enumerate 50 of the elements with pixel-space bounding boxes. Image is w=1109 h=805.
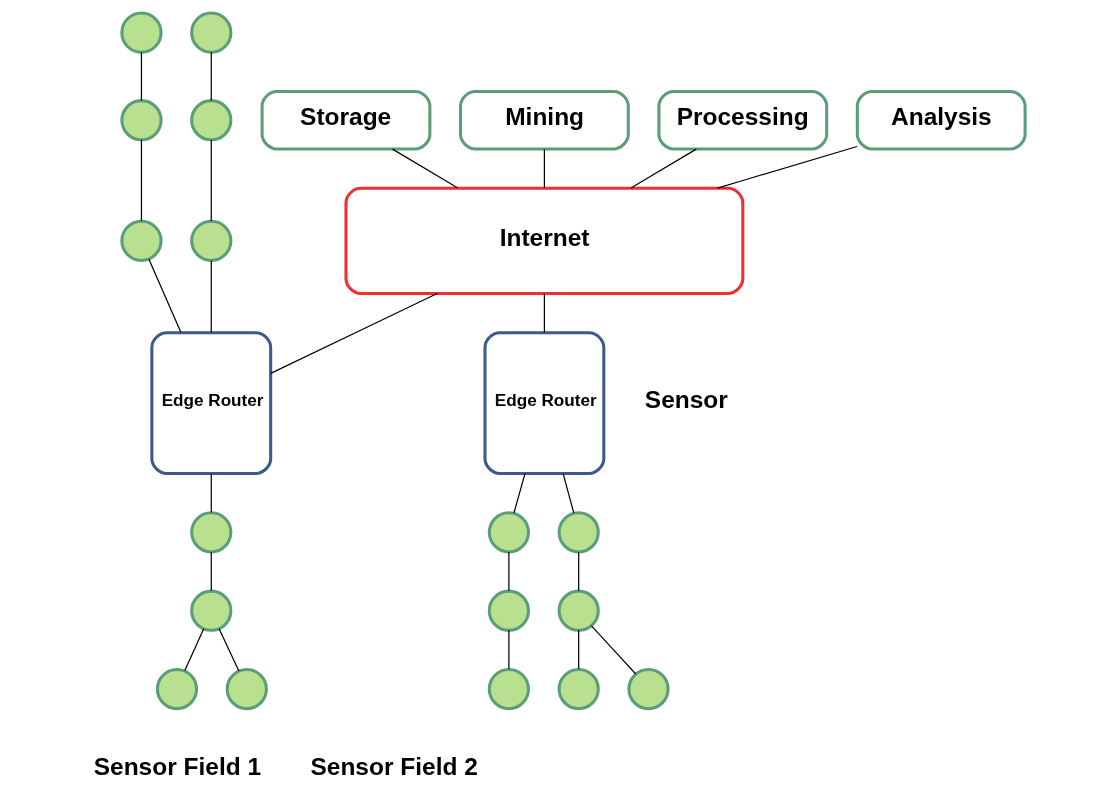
node-box: Analysis — [855, 89, 1027, 151]
connector — [543, 292, 545, 334]
connector — [578, 551, 580, 592]
node-circle — [155, 667, 199, 711]
node-circle — [225, 667, 268, 711]
connector — [578, 629, 580, 670]
node-circle — [557, 589, 600, 632]
node-box: Storage — [260, 89, 432, 151]
node-box: Internet — [344, 186, 745, 296]
connector — [630, 148, 697, 189]
node-circle — [487, 667, 530, 711]
connector — [210, 260, 212, 333]
connector — [210, 51, 212, 102]
node-circle — [190, 511, 233, 554]
connector — [716, 145, 858, 189]
node-circle — [190, 589, 233, 632]
node-box: Mining — [458, 89, 630, 151]
node-circle — [120, 219, 163, 262]
node-circle — [627, 667, 670, 711]
label: Sensor Field 2 — [310, 752, 478, 780]
node-circle — [120, 99, 163, 142]
connector — [562, 473, 575, 514]
node-circle — [557, 667, 600, 711]
connector — [270, 292, 438, 374]
connector — [508, 551, 510, 592]
connector — [391, 148, 459, 189]
node-circle — [120, 11, 163, 54]
label: Sensor Field 1 — [93, 752, 262, 780]
node-circle — [487, 589, 530, 632]
connector — [210, 551, 212, 592]
connector — [218, 628, 240, 672]
connector — [140, 51, 143, 102]
connector — [210, 473, 212, 514]
connector — [148, 258, 182, 334]
node-box: Edge Router — [150, 331, 273, 476]
node-circle — [487, 511, 530, 554]
connector — [508, 629, 510, 670]
connector — [513, 473, 526, 514]
connector — [543, 148, 545, 189]
node-box: Edge Router — [483, 331, 606, 476]
connector — [184, 628, 205, 672]
node-circle — [190, 219, 233, 262]
connector — [210, 139, 212, 222]
label: Sensor — [644, 386, 728, 414]
node-box: Processing — [657, 89, 829, 151]
node-circle — [557, 511, 600, 554]
node-circle — [190, 11, 233, 54]
node-circle — [190, 99, 233, 142]
connector — [590, 625, 637, 675]
connector — [140, 139, 143, 222]
